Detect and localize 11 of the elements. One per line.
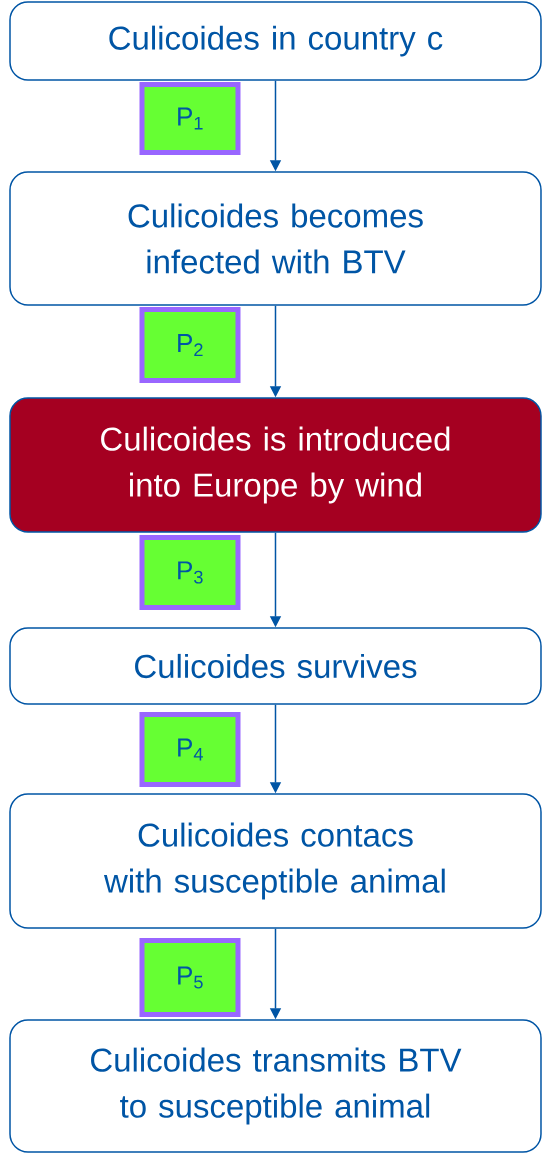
edge-label: P$_{2}$ [139,307,241,383]
process-box: Culicoides transmits BTV to susceptible animal [9,1019,542,1153]
process-box: Culicoides contacs with susceptible animal [9,793,542,929]
process-box: Culicoides becomes infected with BTV [9,171,542,306]
edge-label: P$_{5}$ [139,938,241,1017]
edge-label: P$_{1}$ [139,82,241,155]
highlighted-process-box: Culicoides is introduced into Europe by wind [9,397,542,533]
process-box: Culicoides survives [9,627,542,705]
process-box: Culicoides in country c [9,1,542,81]
edge-label: P$_{3}$ [139,535,241,610]
edge-label: P$_{4}$ [139,712,241,787]
